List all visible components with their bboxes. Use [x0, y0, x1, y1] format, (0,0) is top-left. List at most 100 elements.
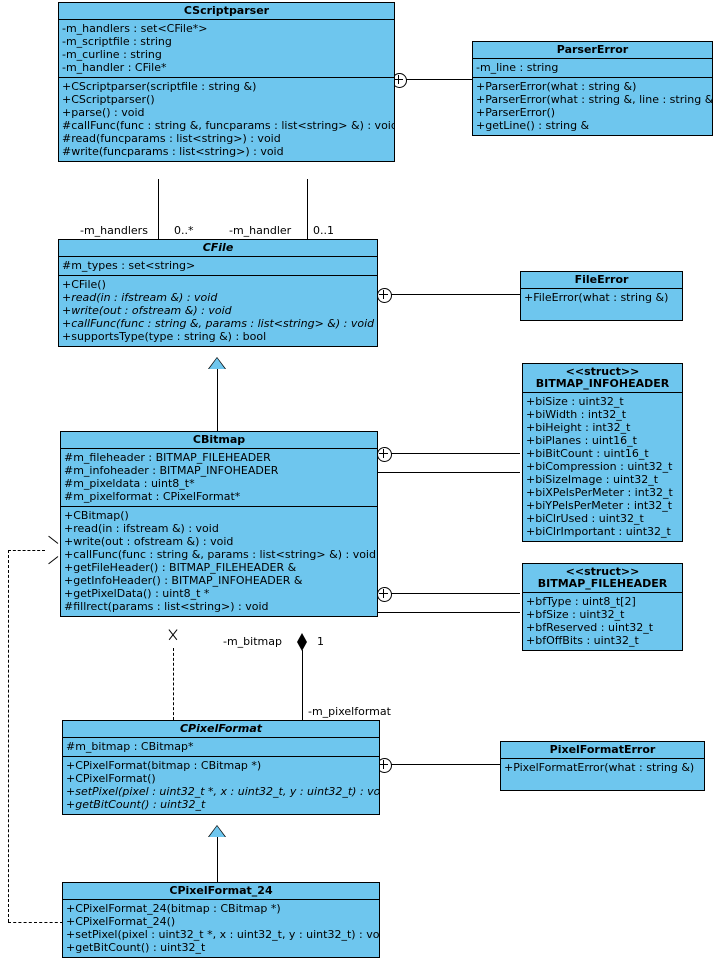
- edge-label-handler-role: -m_handler: [229, 224, 292, 237]
- edge-label-handlers-mult: 0..*: [174, 224, 194, 237]
- operation-row-filler: [521, 304, 682, 317]
- operation-row: +getBitCount() : uint32_t: [66, 798, 206, 811]
- operation-row: +callFunc(func : string &, params : list…: [64, 548, 376, 561]
- connector-cpixelformat-pixelformaterror: [389, 764, 500, 765]
- nesting-icon-cfile-fileerror: [377, 288, 392, 303]
- attribute-row: -m_handlers : set<CFile*>: [62, 22, 208, 35]
- class-box-fileerror[interactable]: FileError +FileError(what : string &): [520, 271, 683, 321]
- nesting-icon-cbitmap-infoheader: [377, 447, 392, 462]
- nesting-icon-cbitmap-fileheader: [377, 587, 392, 602]
- operation-row: +supportsType(type : string &) : bool: [62, 330, 267, 343]
- composition-diamond-cbitmap-pixelformat: [297, 633, 307, 651]
- class-box-cscriptparser[interactable]: CScriptparser -m_handlers : set<CFile*> …: [58, 2, 395, 162]
- attribute-row: -m_scriptfile : string: [62, 35, 172, 48]
- connector-cbitmap-fileheader-top: [389, 593, 520, 594]
- operation-row: +callFunc(func : string &, params : list…: [62, 317, 375, 330]
- attribute-row: #m_fileheader : BITMAP_FILEHEADER: [64, 451, 271, 464]
- operations-section-cscriptparser: +CScriptparser(scriptfile : string &) +C…: [59, 78, 394, 161]
- attribute-row: +biPlanes : uint16_t: [526, 434, 637, 447]
- generalization-arrow-cbitmap: [209, 358, 225, 369]
- attribute-row: +biClrImportant : uint32_t: [526, 525, 671, 538]
- class-box-cpixelformat24[interactable]: CPixelFormat_24 +CPixelFormat_24(bitmap …: [62, 882, 380, 958]
- struct-name-label: BITMAP_INFOHEADER: [535, 377, 670, 390]
- attribute-row: #m_bitmap : CBitmap*: [66, 740, 194, 753]
- attribute-row: +biXPelsPerMeter : int32_t: [526, 486, 673, 499]
- operation-row: +ParserError(what : string &, line : str…: [476, 93, 712, 106]
- edge-label-handler-mult: 0..1: [313, 224, 334, 237]
- operation-row: #fillrect(params : list<string>) : void: [64, 600, 269, 613]
- operation-row: +parse() : void: [62, 106, 145, 119]
- operation-row: +getBitCount() : uint32_t: [66, 941, 206, 954]
- class-title-cbitmap: CBitmap: [61, 432, 377, 449]
- operation-row: +CPixelFormat_24(): [66, 915, 176, 928]
- operation-row: +read(in : ifstream &) : void: [64, 522, 219, 535]
- class-title-bitmap-infoheader: <<struct>> BITMAP_INFOHEADER: [523, 364, 682, 393]
- class-box-cpixelformat[interactable]: CPixelFormat #m_bitmap : CBitmap* +CPixe…: [62, 720, 380, 815]
- attributes-section-bitmap-infoheader: +biSize : uint32_t +biWidth : int32_t +b…: [523, 393, 682, 541]
- attribute-row: +biCompression : uint32_t: [526, 460, 673, 473]
- operation-row: +write(out : ofstream &) : void: [64, 535, 234, 548]
- class-box-parsererror[interactable]: ParserError -m_line : string +ParserErro…: [472, 41, 713, 136]
- class-box-cfile[interactable]: CFile #m_types : set<string> +CFile() +r…: [58, 239, 378, 347]
- operation-row: +write(out : ofstream &) : void: [62, 304, 232, 317]
- operation-row: +CPixelFormat(bitmap : CBitmap *): [66, 759, 262, 772]
- operation-row: +getPixelData() : uint8_t *: [64, 587, 210, 600]
- class-title-cscriptparser: CScriptparser: [59, 3, 394, 20]
- nesting-icon-scriptparser-parsererror: [392, 73, 407, 88]
- operation-row: +FileError(what : string &): [524, 291, 669, 304]
- operation-row: +CFile(): [62, 278, 106, 291]
- connector-cbitmap-infoheader-bottom: [377, 472, 520, 473]
- class-box-cbitmap[interactable]: CBitmap #m_fileheader : BITMAP_FILEHEADE…: [60, 431, 378, 617]
- operation-row: #write(funcparams : list<string>) : void: [62, 145, 284, 158]
- operation-row: #read(funcparams : list<string>) : void: [62, 132, 281, 145]
- class-box-bitmap-fileheader[interactable]: <<struct>> BITMAP_FILEHEADER +bfType : u…: [522, 563, 683, 651]
- operations-section-cbitmap: +CBitmap() +read(in : ifstream &) : void…: [61, 507, 377, 616]
- attributes-section-bitmap-fileheader: +bfType : uint8_t[2] +bfSize : uint32_t …: [523, 593, 682, 650]
- operation-row: +getLine() : string &: [476, 119, 590, 132]
- attribute-row: -m_line : string: [476, 61, 559, 74]
- connector-cbitmap-fileheader-bottom: [377, 612, 520, 613]
- operation-row: +PixelFormatError(what : string &): [504, 761, 695, 774]
- operation-row: +CScriptparser(): [62, 93, 155, 106]
- operation-row: +getFileHeader() : BITMAP_FILEHEADER &: [64, 561, 297, 574]
- operations-section-cpixelformat24: +CPixelFormat_24(bitmap : CBitmap *) +CP…: [63, 900, 379, 957]
- attribute-row: +biSize : uint32_t: [526, 395, 624, 408]
- composition-cbitmap-pixelformat-line: [302, 650, 303, 720]
- operation-row: +getInfoHeader() : BITMAP_INFOHEADER &: [64, 574, 303, 587]
- operation-row: +setPixel(pixel : uint32_t *, x : uint32…: [66, 928, 379, 941]
- attribute-row: #m_pixelformat : CPixelFormat*: [64, 490, 241, 503]
- class-title-bitmap-fileheader: <<struct>> BITMAP_FILEHEADER: [523, 564, 682, 593]
- attributes-section-parsererror: -m_line : string: [473, 59, 712, 78]
- class-title-cpixelformat24: CPixelFormat_24: [63, 883, 379, 900]
- edge-label-bitmap-role: -m_bitmap: [223, 635, 282, 648]
- operation-row: #callFunc(func : string &, funcparams : …: [62, 119, 394, 132]
- dependency-cpixelformat24-cbitmap-top: [8, 550, 45, 551]
- connector-cfile-fileerror: [389, 294, 520, 295]
- realization-arrow-cpixelformat-cbitmap: [166, 634, 180, 645]
- connector-cbitmap-infoheader-top: [389, 453, 520, 454]
- attribute-row: +biHeight : int32_t: [526, 421, 631, 434]
- operation-row: +CBitmap(): [64, 509, 129, 522]
- operations-section-parsererror: +ParserError(what : string &) +ParserErr…: [473, 78, 712, 135]
- struct-name-label: BITMAP_FILEHEADER: [537, 577, 668, 590]
- class-box-pixelformaterror[interactable]: PixelFormatError +PixelFormatError(what …: [500, 741, 705, 791]
- attribute-row: -m_handler : CFile*: [62, 61, 167, 74]
- attribute-row: +biWidth : int32_t: [526, 408, 627, 421]
- edge-label-handlers-role: -m_handlers: [80, 224, 148, 237]
- attribute-row: +bfReserved : uint32_t: [526, 621, 654, 634]
- attributes-section-cbitmap: #m_fileheader : BITMAP_FILEHEADER #m_inf…: [61, 449, 377, 507]
- attribute-row: +biBitCount : uint16_t: [526, 447, 649, 460]
- dependency-cpixelformat24-cbitmap-bottom: [8, 922, 63, 923]
- class-box-bitmap-infoheader[interactable]: <<struct>> BITMAP_INFOHEADER +biSize : u…: [522, 363, 683, 542]
- assoc-handlers-vline: [158, 179, 159, 239]
- stereotype-label: <<struct>>: [565, 365, 640, 378]
- generalization-arrow-cpixelformat24: [209, 826, 225, 837]
- dependency-arrow-cpixelformat24-cbitmap: [46, 543, 57, 557]
- attribute-row: +biYPelsPerMeter : int32_t: [526, 499, 673, 512]
- class-title-parsererror: ParserError: [473, 42, 712, 59]
- attributes-section-cpixelformat: #m_bitmap : CBitmap*: [63, 738, 379, 757]
- generalization-cbitmap-cfile-line: [217, 369, 218, 431]
- dependency-cpixelformat24-cbitmap-left: [8, 550, 9, 922]
- operations-section-cpixelformat: +CPixelFormat(bitmap : CBitmap *) +CPixe…: [63, 757, 379, 814]
